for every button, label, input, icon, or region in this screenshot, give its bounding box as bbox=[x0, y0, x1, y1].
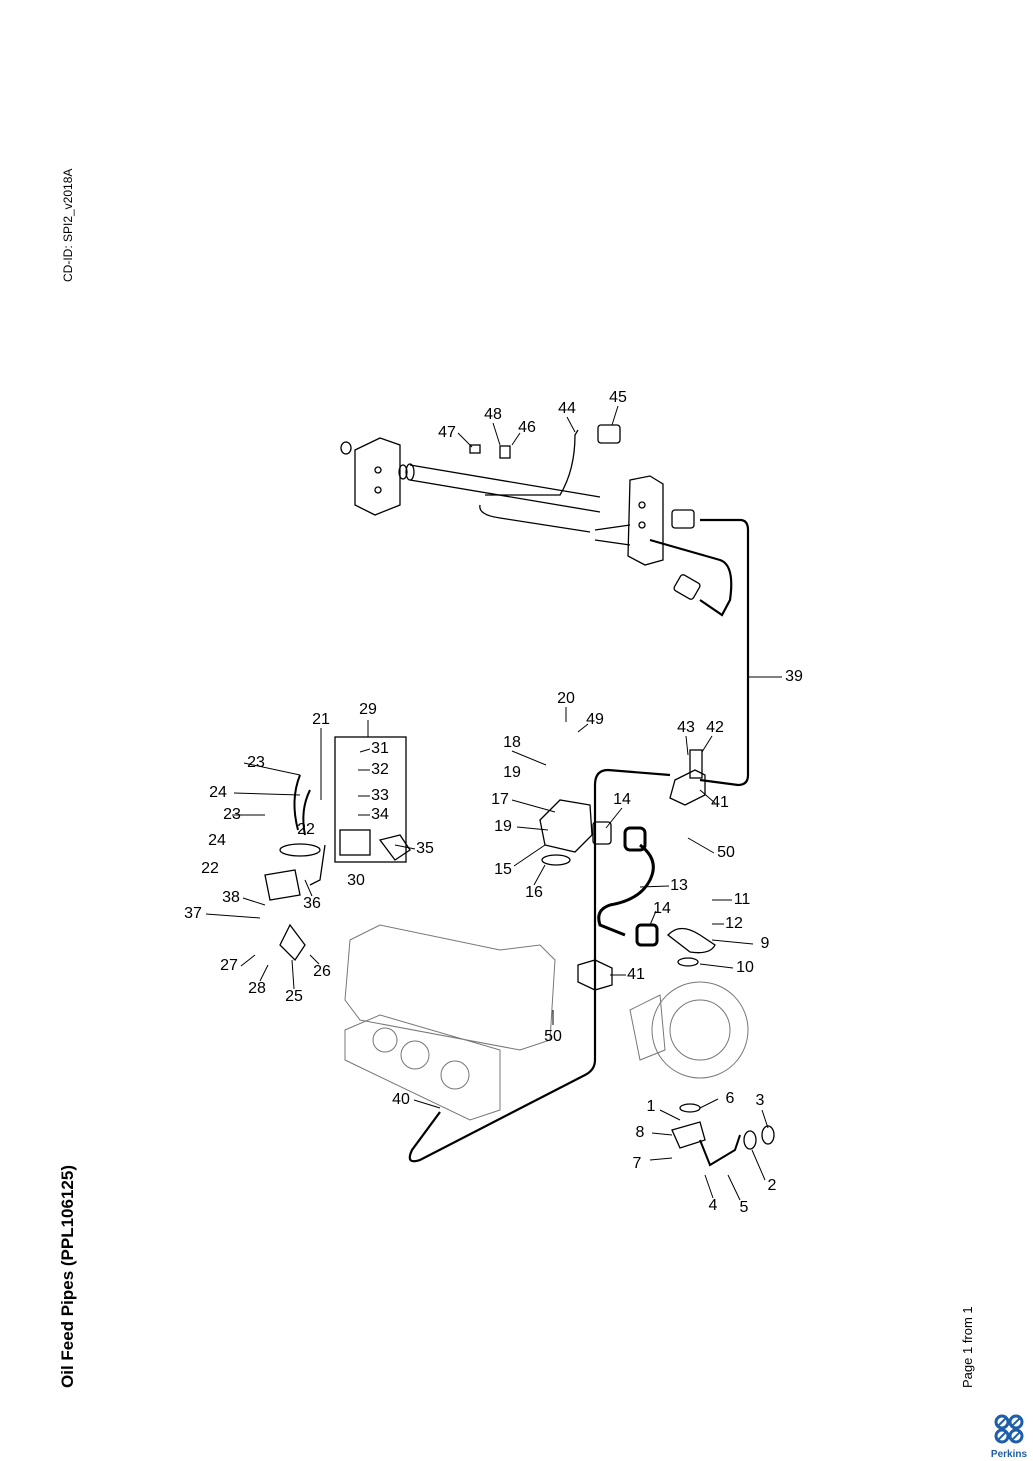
callout: 47 bbox=[438, 424, 456, 441]
callout: 14 bbox=[653, 900, 671, 917]
callout: 1 bbox=[646, 1098, 656, 1115]
callout: 25 bbox=[285, 988, 303, 1005]
callout: 18 bbox=[503, 734, 521, 751]
callout: 42 bbox=[706, 719, 724, 736]
callout: 48 bbox=[484, 406, 502, 423]
callout: 32 bbox=[371, 761, 389, 778]
callout: 21 bbox=[312, 711, 330, 728]
hose-13 bbox=[597, 826, 659, 947]
filter-head-15 bbox=[539, 799, 612, 866]
callout: 2 bbox=[767, 1177, 777, 1194]
callout: 4 bbox=[708, 1197, 718, 1214]
callout: 35 bbox=[416, 840, 434, 857]
callout: 6 bbox=[725, 1090, 735, 1107]
callout: 43 bbox=[677, 719, 695, 736]
callout: 38 bbox=[222, 889, 240, 906]
callout: 19 bbox=[503, 764, 521, 781]
callout: 19 bbox=[494, 818, 512, 835]
callout: 13 bbox=[670, 877, 688, 894]
bracket-41-lower bbox=[577, 959, 613, 991]
callout: 34 bbox=[371, 806, 389, 823]
callout: 24 bbox=[209, 784, 227, 801]
callout: 7 bbox=[632, 1155, 642, 1172]
callout: 37 bbox=[184, 905, 202, 922]
callout: 27 bbox=[220, 957, 238, 974]
callout: 11 bbox=[733, 891, 751, 908]
callout: 30 bbox=[347, 872, 365, 889]
adapter-9 bbox=[667, 927, 716, 967]
callout: 41 bbox=[627, 966, 645, 983]
callout: 20 bbox=[557, 690, 575, 707]
callout: 16 bbox=[525, 884, 543, 901]
callout: 33 bbox=[371, 787, 389, 804]
callout: 22 bbox=[297, 821, 315, 838]
perkins-logo-text: Perkins bbox=[990, 1449, 1028, 1460]
pipe-39 bbox=[408, 518, 750, 1163]
oil-pump bbox=[629, 981, 749, 1079]
callout: 3 bbox=[755, 1092, 765, 1109]
callout: 40 bbox=[392, 1091, 410, 1108]
callout: 9 bbox=[760, 935, 770, 952]
perkins-logo-icon bbox=[994, 1414, 1024, 1444]
callout: 29 bbox=[359, 701, 377, 718]
callout: 23 bbox=[223, 806, 241, 823]
callout: 15 bbox=[494, 861, 512, 878]
callout: 8 bbox=[635, 1124, 645, 1141]
callout: 5 bbox=[739, 1199, 749, 1216]
callout: 46 bbox=[518, 419, 536, 436]
callout: 50 bbox=[717, 844, 735, 861]
top-manifold-block bbox=[340, 424, 701, 600]
callout: 44 bbox=[558, 400, 576, 417]
callout: 28 bbox=[248, 980, 266, 997]
left-assembly bbox=[264, 736, 411, 962]
callout: 36 bbox=[303, 895, 321, 912]
bracket-41-upper bbox=[669, 749, 706, 806]
perkins-logo: Perkins bbox=[988, 1412, 1030, 1460]
callout: 10 bbox=[736, 959, 754, 976]
callout: 26 bbox=[313, 963, 331, 980]
callout: 22 bbox=[201, 860, 219, 877]
callout: 49 bbox=[586, 711, 604, 728]
callout: 24 bbox=[208, 832, 226, 849]
callout: 31 bbox=[371, 740, 389, 757]
callout: 41 bbox=[711, 794, 729, 811]
callout: 50 bbox=[544, 1028, 562, 1045]
callout: 17 bbox=[491, 791, 509, 808]
oil-cooler bbox=[344, 924, 556, 1121]
callout: 39 bbox=[785, 668, 803, 685]
callout: 45 bbox=[609, 389, 627, 406]
pump-pipe-bottom bbox=[671, 1103, 775, 1167]
callout: 23 bbox=[247, 754, 265, 771]
leader-lines bbox=[205, 405, 782, 1201]
callout: 14 bbox=[613, 791, 631, 808]
callout: 12 bbox=[725, 915, 743, 932]
